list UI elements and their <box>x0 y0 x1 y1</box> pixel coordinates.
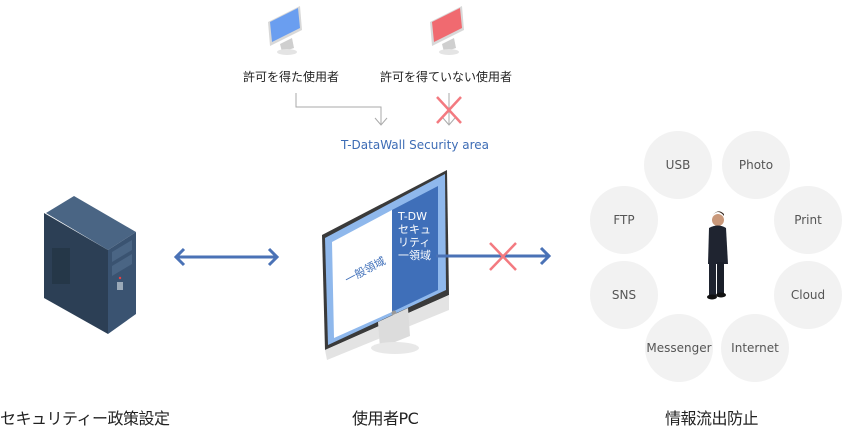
channel-ftp: FTP <box>590 186 658 254</box>
authorized-arrowhead-icon <box>374 117 388 126</box>
channel-photo: Photo <box>722 131 790 199</box>
secure-area-line: 一領域 <box>398 249 431 262</box>
security-area-label: T-DataWall Security area <box>341 138 489 152</box>
secure-area-line: リティ <box>398 236 431 249</box>
channel-sns: SNS <box>590 261 658 329</box>
unauthorized-user-label: 許可を得ていない使用者 <box>380 70 513 84</box>
user-pc-monitor-icon <box>322 170 449 360</box>
server-tower-icon <box>44 196 136 334</box>
caption-leak-prevention: 情報流出防止 <box>665 409 759 428</box>
outflow-block-x-icon <box>489 242 517 271</box>
block-x-icon <box>436 96 462 124</box>
authorized-user-monitor-icon <box>268 6 302 55</box>
authorized-access-path <box>295 93 382 124</box>
secure-area-label: T-DW セキュ リティ 一領域 <box>398 210 431 262</box>
unauthorized-user-monitor-icon <box>430 6 464 55</box>
caption-security-policy: セキュリティー政策設定 <box>0 409 170 428</box>
channel-internet: Internet <box>721 314 789 382</box>
caption-user-pc: 使用者PC <box>352 409 419 428</box>
blocked-outflow-arrow-icon <box>436 246 552 266</box>
authorized-user-label: 許可を得た使用者 <box>243 70 340 84</box>
bidirectional-arrow-icon <box>173 247 280 267</box>
channel-usb: USB <box>644 131 712 199</box>
person-icon <box>707 211 728 300</box>
channel-messenger: Messenger <box>645 314 713 382</box>
channel-cloud: Cloud <box>774 261 842 329</box>
secure-area-line: T-DW <box>398 210 428 223</box>
channel-print: Print <box>774 186 842 254</box>
secure-area-line: セキュ <box>398 223 431 236</box>
